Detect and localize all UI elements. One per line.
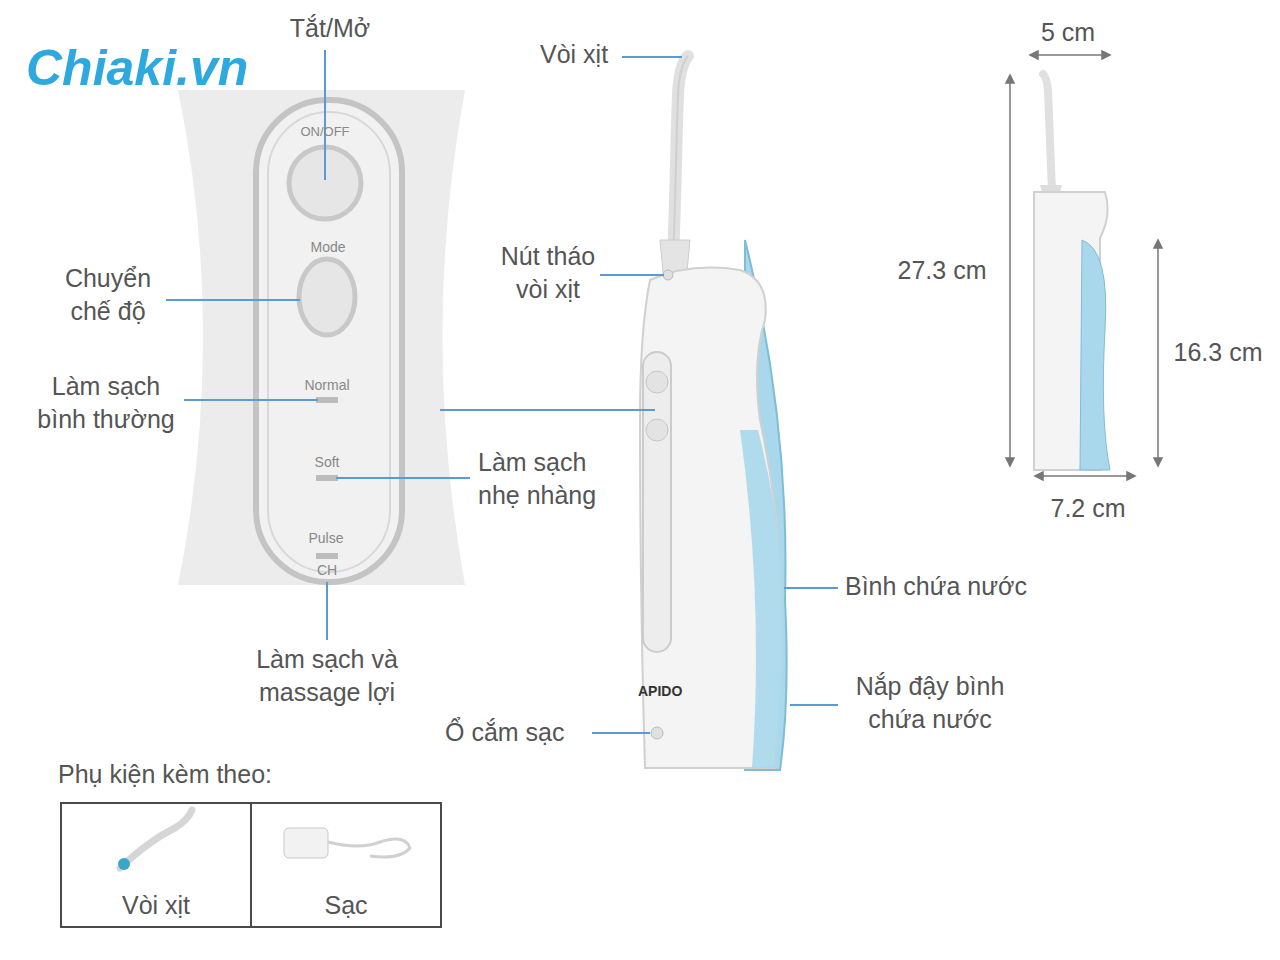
accessory-name: Sạc bbox=[252, 891, 440, 920]
callout-label: Ổ cắm sạc bbox=[445, 716, 595, 749]
indicator-label: CH bbox=[307, 562, 347, 578]
accessory-cell: Sạc bbox=[250, 802, 442, 928]
callout-label: Làm sạch nhẹ nhàng bbox=[478, 446, 628, 511]
section-heading: Phụ kiện kèm theo: bbox=[58, 758, 378, 791]
watermark: Chiaki.vn bbox=[26, 36, 326, 101]
dimension-label: 27.3 cm bbox=[887, 254, 997, 287]
callout-label: Chuyển chế độ bbox=[48, 262, 168, 327]
indicator-label: Normal bbox=[292, 377, 362, 393]
callout-label: Vòi xịt bbox=[540, 38, 630, 71]
button-label: ON/OFF bbox=[290, 125, 360, 140]
callout-label: Nút tháo vòi xịt bbox=[483, 240, 613, 305]
dimension-label: 7.2 cm bbox=[1038, 492, 1138, 525]
indicator-label: Pulse bbox=[296, 530, 356, 546]
callout-label: Bình chứa nước bbox=[845, 570, 1065, 603]
button-label: Mode bbox=[298, 239, 358, 255]
accessory-name: Vòi xịt bbox=[62, 891, 250, 920]
callout-label: Làm sạch bình thường bbox=[28, 370, 184, 435]
dimension-label: 5 cm bbox=[1023, 16, 1113, 49]
dimension-label: 16.3 cm bbox=[1163, 336, 1273, 369]
callout-label: Tắt/Mở bbox=[260, 12, 400, 45]
callout-label: Làm sạch và massage lợi bbox=[212, 643, 442, 708]
indicator-label: Soft bbox=[297, 454, 357, 470]
brand-mark: APIDO bbox=[638, 683, 698, 699]
callout-label: Nắp đậy bình chứa nước bbox=[840, 670, 1020, 735]
accessory-cell: Vòi xịt bbox=[60, 802, 252, 928]
